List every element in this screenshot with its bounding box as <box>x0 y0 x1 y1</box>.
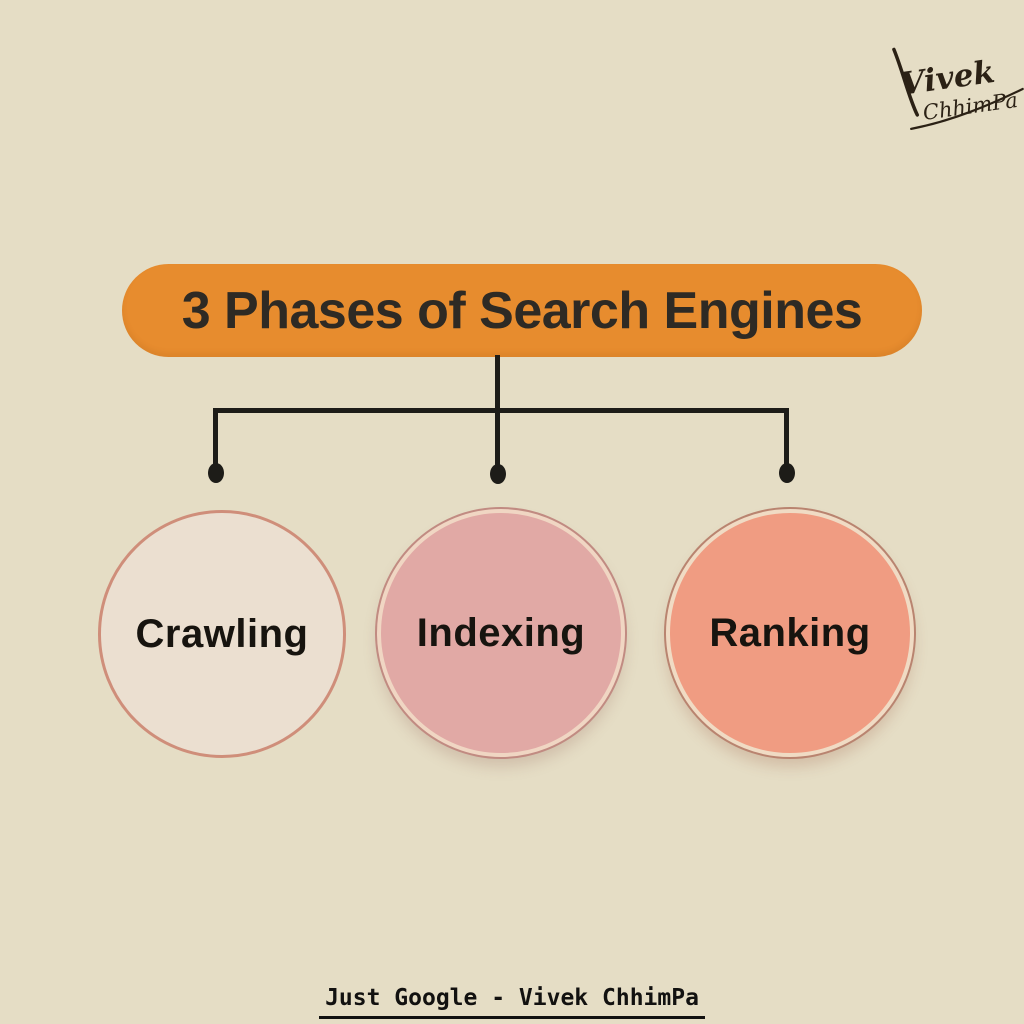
connector-stem <box>495 355 500 413</box>
phase-label: Indexing <box>416 610 586 655</box>
connector-endpoint-dot <box>779 463 795 483</box>
title-banner: 3 Phases of Search Engines <box>122 264 922 357</box>
footer: Just Google - Vivek ChhimPa <box>0 985 1024 1019</box>
footer-credit: Just Google - Vivek ChhimPa <box>319 985 705 1019</box>
phase-label: Ranking <box>709 610 871 655</box>
phase-circle-ranking: Ranking <box>666 509 914 757</box>
signature-v-stroke-icon <box>892 47 920 117</box>
signature-logo: Vivek ChhimPa <box>892 47 1024 130</box>
connector-drop-right <box>784 408 789 466</box>
connector-drop-left <box>213 408 218 466</box>
connector-endpoint-dot <box>490 464 506 484</box>
phase-circle-indexing: Indexing <box>377 509 625 757</box>
phase-circle-crawling: Crawling <box>98 510 346 758</box>
connector-drop-middle <box>495 408 500 468</box>
phase-label: Crawling <box>135 611 309 656</box>
connector-crossbar <box>213 408 789 413</box>
connector-endpoint-dot <box>208 463 224 483</box>
page-title: 3 Phases of Search Engines <box>181 281 863 340</box>
signature-flourish-icon <box>910 87 1024 130</box>
